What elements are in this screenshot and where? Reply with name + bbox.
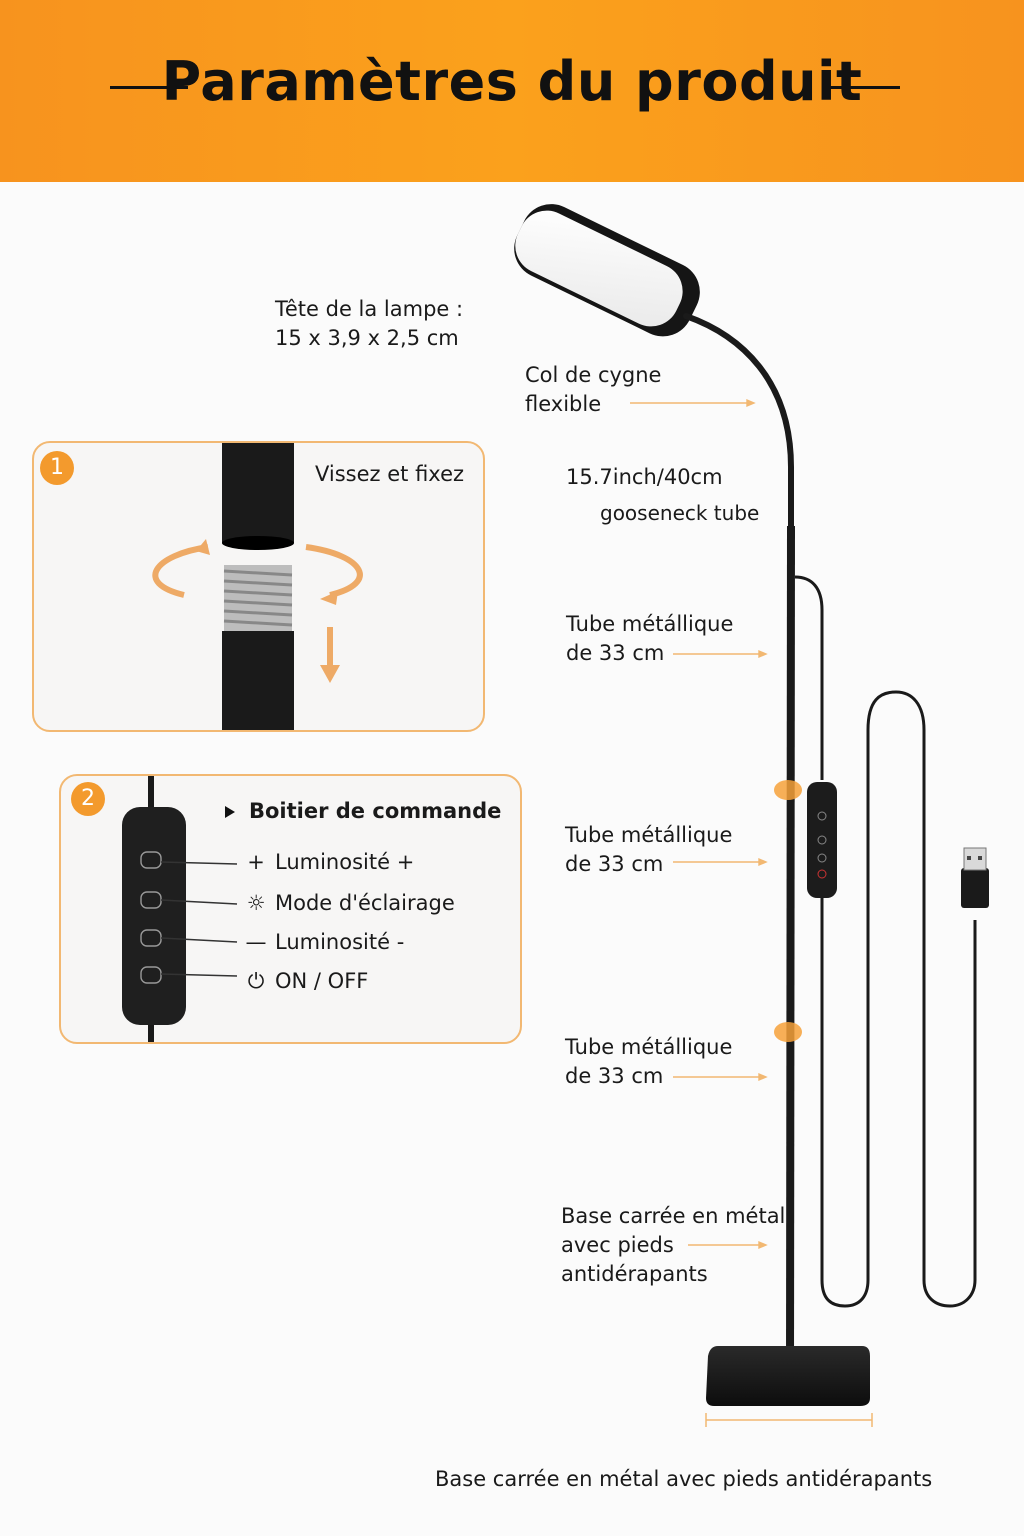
base-dimension-line	[705, 1413, 873, 1427]
brightness-down-label: Luminosité -	[275, 930, 405, 954]
base-label-line3: antidérapants	[561, 1262, 708, 1286]
lamp-head-dimensions: 15 x 3,9 x 2,5 cm	[275, 326, 459, 350]
step2-box: 2 Boitier de commande + Luminosité + ☼ Mod…	[59, 774, 522, 1044]
tube-label-1-line2: de 33 cm	[566, 641, 665, 665]
base-label-line1: Base carrée en métal	[561, 1204, 786, 1228]
base-label: Base carrée en métal avec pieds antidéra…	[561, 1202, 785, 1289]
lamp-head-label: Tête de la lampe : 15 x 3,9 x 2,5 cm	[275, 295, 463, 353]
lamp-head-title: Tête de la lampe :	[275, 297, 464, 321]
tube-label-1-line1: Tube métállique	[566, 612, 734, 636]
control-row-power: ⏻ ON / OFF	[241, 969, 369, 994]
screw-illustration	[152, 443, 363, 730]
gooseneck-label: Col de cygne flexible	[525, 361, 661, 419]
gooseneck-label-line2: flexible	[525, 392, 602, 416]
step1-badge: 1	[40, 451, 74, 485]
control-box-title: Boitier de commande	[249, 799, 502, 823]
brightness-up-label: Luminosité +	[275, 850, 415, 874]
gooseneck-spec-line2: gooseneck tube	[600, 501, 760, 525]
tube-label-3-line2: de 33 cm	[565, 1064, 664, 1088]
tube-label-2: Tube métállique de 33 cm	[565, 821, 732, 879]
header-banner: Paramètres du produit	[0, 0, 1024, 182]
lamp-head	[514, 204, 700, 337]
tube-label-2-line1: Tube métállique	[565, 823, 733, 847]
pole-joint-upper	[774, 780, 802, 800]
step2-badge: 2	[71, 782, 105, 816]
control-row-brightness-up: + Luminosité +	[241, 850, 414, 874]
tube-label-2-line2: de 33 cm	[565, 852, 664, 876]
tube-label-1: Tube métállique de 33 cm	[566, 610, 733, 668]
gooseneck-tube	[683, 313, 795, 531]
tube-label-3-line1: Tube métállique	[565, 1035, 733, 1059]
power-label: ON / OFF	[275, 969, 369, 993]
base-label-line2: avec pieds	[561, 1233, 674, 1257]
controller-illustration	[122, 776, 238, 1042]
gooseneck-label-line1: Col de cygne	[525, 363, 662, 387]
footer-caption: Base carrée en métal avec pieds antidéra…	[435, 1467, 933, 1491]
gooseneck-spec-line1: 15.7inch/40cm	[566, 465, 723, 489]
plus-icon: +	[247, 850, 265, 874]
title-rule-left	[110, 86, 188, 89]
metal-pole	[786, 525, 795, 1373]
tube-label-3: Tube métállique de 33 cm	[565, 1033, 732, 1091]
usb-plug-icon	[961, 847, 989, 908]
control-row-lighting-mode: ☼ Mode d'éclairage	[241, 891, 455, 915]
step1-caption: Vissez et fixez	[315, 462, 465, 486]
lighting-mode-label: Mode d'éclairage	[275, 891, 455, 915]
sun-icon: ☼	[246, 891, 266, 915]
minus-icon: —	[245, 930, 267, 954]
square-base	[706, 1346, 870, 1406]
step1-box: 1 Vissez et fixez	[32, 441, 485, 732]
power-icon: ⏻	[247, 969, 265, 993]
page-title: Paramètres du produit	[161, 50, 863, 113]
power-cable-upper	[794, 575, 824, 780]
title-rule-right	[822, 86, 900, 89]
control-row-brightness-down: — Luminosité -	[241, 930, 405, 954]
pole-joint-lower	[774, 1022, 802, 1042]
power-cable-lower	[820, 690, 977, 1308]
inline-controller	[807, 782, 837, 898]
